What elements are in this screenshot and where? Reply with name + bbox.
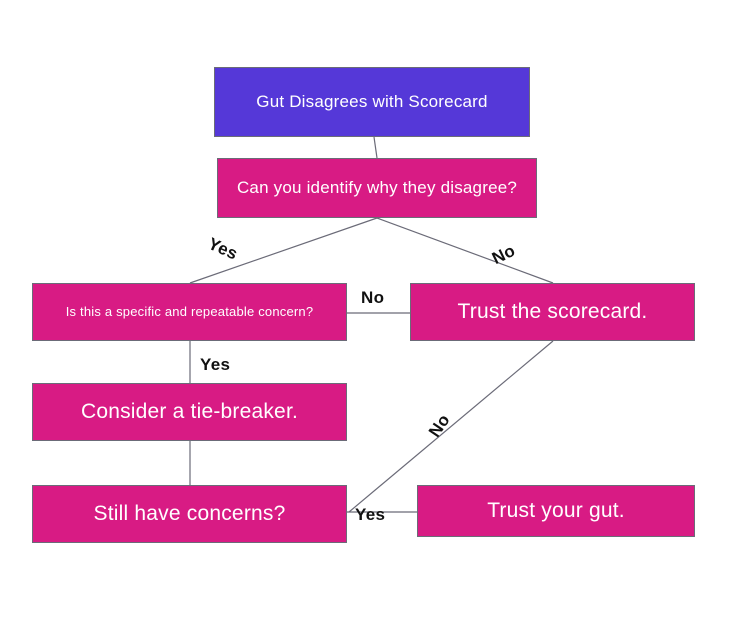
node-can-you-identify-why[interactable]: Can you identify why they disagree? — [217, 158, 537, 218]
node-trust-the-scorecard[interactable]: Trust the scorecard. — [410, 283, 695, 341]
edge-label-why-yes: Yes — [205, 234, 241, 264]
edge-label-concerns-yes: Yes — [355, 505, 386, 524]
edge-label-concerns-no: No — [425, 410, 454, 441]
edge-start-to-why — [373, 136, 378, 159]
node-still-have-concerns[interactable]: Still have concerns? — [32, 485, 347, 543]
edge-label-why-no: No — [489, 240, 519, 269]
edge-label-specific-yes: Yes — [200, 355, 231, 374]
node-trust-your-gut[interactable]: Trust your gut. — [417, 485, 695, 537]
edge-label-specific-no: No — [361, 288, 385, 307]
node-specific-repeatable-concern[interactable]: Is this a specific and repeatable concer… — [32, 283, 347, 341]
edge-why-to-trust-scorecard — [376, 217, 554, 284]
node-consider-a-tie-breaker[interactable]: Consider a tie-breaker. — [32, 383, 347, 441]
node-start[interactable]: Gut Disagrees with Scorecard — [214, 67, 530, 137]
